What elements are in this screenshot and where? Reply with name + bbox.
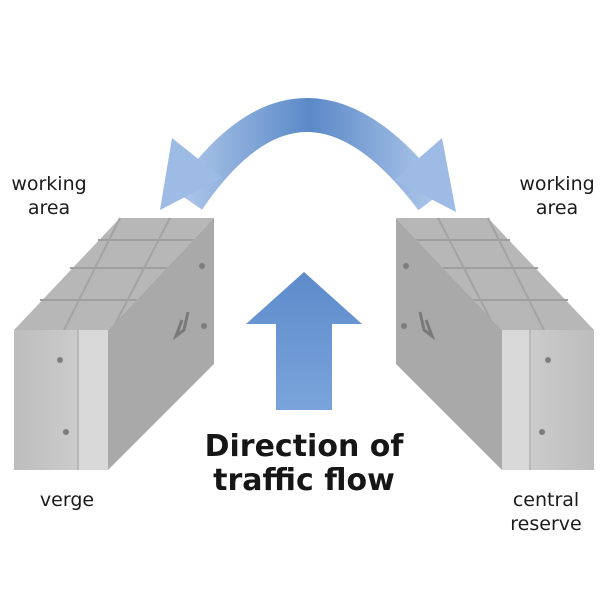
barrier-block-right [396,217,594,470]
traffic-direction-arrow [246,272,362,410]
swap-arrow-head-left [160,138,222,210]
barrier-left-top [14,218,214,330]
label-working-area-left-line1: working [11,173,87,195]
barrier-block-left [14,217,214,470]
swap-arrow-body [173,98,446,211]
label-verge: verge [39,489,95,511]
label-working-area-right: working area [510,172,604,220]
label-central-reserve: central reserve [496,488,596,536]
diagram-title-line1: Direction of [204,429,404,464]
label-central-reserve-line2: reserve [510,513,582,535]
swap-arrow-head-right [394,138,456,212]
diagram-title: Direction of traffic flow [204,430,404,498]
label-working-area-right-line2: area [535,197,579,219]
barrier-right-end [396,218,502,470]
label-working-area-left: working area [2,172,96,220]
label-working-area-right-line1: working [519,173,595,195]
barrier-right-top [396,218,594,330]
swap-arrow [160,98,456,212]
label-working-area-left-line2: area [27,197,71,219]
diagram-title-line2: traffic flow [213,463,395,498]
label-central-reserve-line1: central [512,489,580,511]
barrier-left-end [108,218,214,470]
